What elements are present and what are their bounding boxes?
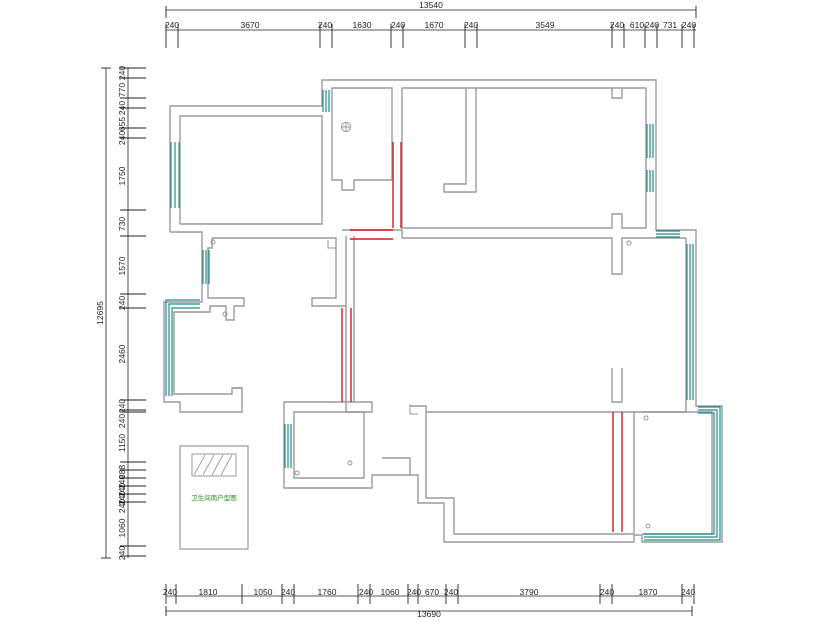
- exterior-wall-lower-left: [163, 231, 243, 413]
- new-walls: [341, 142, 623, 532]
- left-dim-18: 1060: [117, 518, 127, 537]
- window-left-bedroom-bay: [165, 299, 200, 396]
- top-dim-1: 3670: [241, 20, 260, 30]
- left-dim-13: 288: [117, 465, 127, 479]
- left-dim-0: 240: [117, 66, 127, 80]
- top-dim-2: 240: [318, 20, 332, 30]
- legend-frame: [179, 445, 249, 550]
- bathroom-lower-notch: [382, 457, 411, 475]
- pipe-marker-icon: [347, 460, 353, 466]
- pipe-marker-icon: [294, 470, 300, 476]
- top-dim-6: 240: [464, 20, 478, 30]
- pipe-marker-icon: [222, 311, 228, 317]
- living-top-wall: [212, 237, 346, 307]
- left-dim-12: 1150: [117, 434, 127, 453]
- bottom-dim-11: 240: [600, 587, 614, 597]
- shaft-marker: [409, 404, 418, 415]
- master-bedroom: [401, 87, 647, 229]
- legend-hatch-icon: [191, 453, 237, 477]
- left-dim-10: 240: [117, 399, 127, 413]
- bottom-dim-12: 1870: [639, 587, 658, 597]
- legend-label: 卫生间南户型图: [191, 493, 237, 502]
- fixtures: [210, 122, 651, 529]
- window-left-bedroom: [170, 142, 180, 208]
- lower-bedroom-pillar: [611, 368, 623, 403]
- master-closet-wall: [443, 88, 477, 193]
- top-overall-dimension: 13540: [419, 0, 443, 10]
- top-dim-4: 240: [391, 20, 405, 30]
- pipe-marker-icon: [626, 240, 632, 246]
- left-bedroom-lower-wall: [173, 238, 245, 395]
- window-bathroom-lower: [284, 424, 292, 468]
- bottom-dim-4: 1760: [318, 587, 337, 597]
- window-bathroom-upper: [322, 90, 330, 112]
- floor-drain-icon: [341, 122, 351, 132]
- left-dim-14: 240: [117, 475, 127, 489]
- bottom-dim-2: 1050: [254, 587, 273, 597]
- interior-walls: [173, 87, 713, 535]
- left-dim-8: 240: [117, 296, 127, 310]
- top-dim-12: 240: [682, 20, 696, 30]
- left-dim-4: 240: [117, 131, 127, 145]
- window-master-east-1: [646, 124, 654, 158]
- pipe-marker-icon: [643, 415, 649, 421]
- left-dim-1: 770: [117, 83, 127, 97]
- lower-bedroom-left-wall: [425, 412, 634, 535]
- window-living-northeast: [656, 230, 680, 238]
- top-dim-5: 1670: [425, 20, 444, 30]
- left-dim-5: 1750: [117, 166, 127, 185]
- left-dim-19: 240: [117, 546, 127, 560]
- left-dim-17: 240: [117, 499, 127, 513]
- bottom-dim-8: 670: [425, 587, 439, 597]
- pipe-marker-icon: [645, 523, 651, 529]
- bottom-dim-3: 240: [281, 587, 295, 597]
- window-corner-bay: [644, 406, 721, 541]
- bottom-dim-0: 240: [163, 587, 177, 597]
- top-dim-3: 1630: [353, 20, 372, 30]
- exterior-walls: [163, 79, 723, 543]
- bottom-dim-10: 3790: [520, 587, 539, 597]
- left-dim-16: 240: [117, 491, 127, 505]
- window-corridor-left: [202, 250, 210, 284]
- left-dim-3: 655: [117, 117, 127, 131]
- legend-box: 卫生间南户型图: [179, 445, 249, 550]
- left-overall-dimension: 12695: [95, 301, 105, 325]
- bottom-dim-6: 1060: [381, 587, 400, 597]
- master-bedroom-notch: [611, 88, 623, 99]
- top-dim-0: 240: [165, 20, 179, 30]
- bathroom-upper: [331, 87, 393, 191]
- bottom-overall-dimension: 13690: [417, 609, 441, 619]
- top-dim-7: 3549: [536, 20, 555, 30]
- bottom-dim-13: 240: [681, 587, 695, 597]
- left-dim-9: 2460: [117, 344, 127, 363]
- pipe-marker-icon: [210, 239, 216, 245]
- top-dim-8: 240: [610, 20, 624, 30]
- left-dim-6: 730: [117, 217, 127, 231]
- bottom-dimension-chain: 240 1810 1050 240 1760 240 1060 240 670 …: [163, 584, 695, 619]
- top-dim-9: 610: [630, 20, 644, 30]
- shaft-marker: [327, 240, 336, 249]
- bottom-dim-1: 1810: [199, 587, 218, 597]
- windows: [165, 90, 721, 541]
- top-dim-10: 240: [645, 20, 659, 30]
- top-dimension-chain: 13540 240 3670 240 1630 240 1670 240 354…: [165, 0, 697, 48]
- bedroom-left-inner: [179, 115, 323, 225]
- left-dim-15: 240: [117, 483, 127, 497]
- bathroom-lower: [293, 411, 365, 479]
- window-living-east: [686, 244, 694, 400]
- lower-bedroom-top-wall: [410, 405, 687, 413]
- bottom-dim-9: 240: [444, 587, 458, 597]
- left-dimension-chain: 12695 240 770 240 655 240 1750 730 1570 …: [95, 66, 146, 560]
- left-dim-2: 240: [117, 101, 127, 115]
- exterior-wall-path: [169, 79, 723, 543]
- window-master-east-2: [646, 170, 654, 192]
- left-dim-11: 240: [117, 414, 127, 428]
- left-dim-7: 1570: [117, 256, 127, 275]
- bottom-dim-5: 240: [359, 587, 373, 597]
- bottom-dim-7: 240: [407, 587, 421, 597]
- lower-right-room: [642, 411, 713, 535]
- corridor-top-wall: [342, 229, 686, 275]
- top-dim-11: 731: [663, 20, 677, 30]
